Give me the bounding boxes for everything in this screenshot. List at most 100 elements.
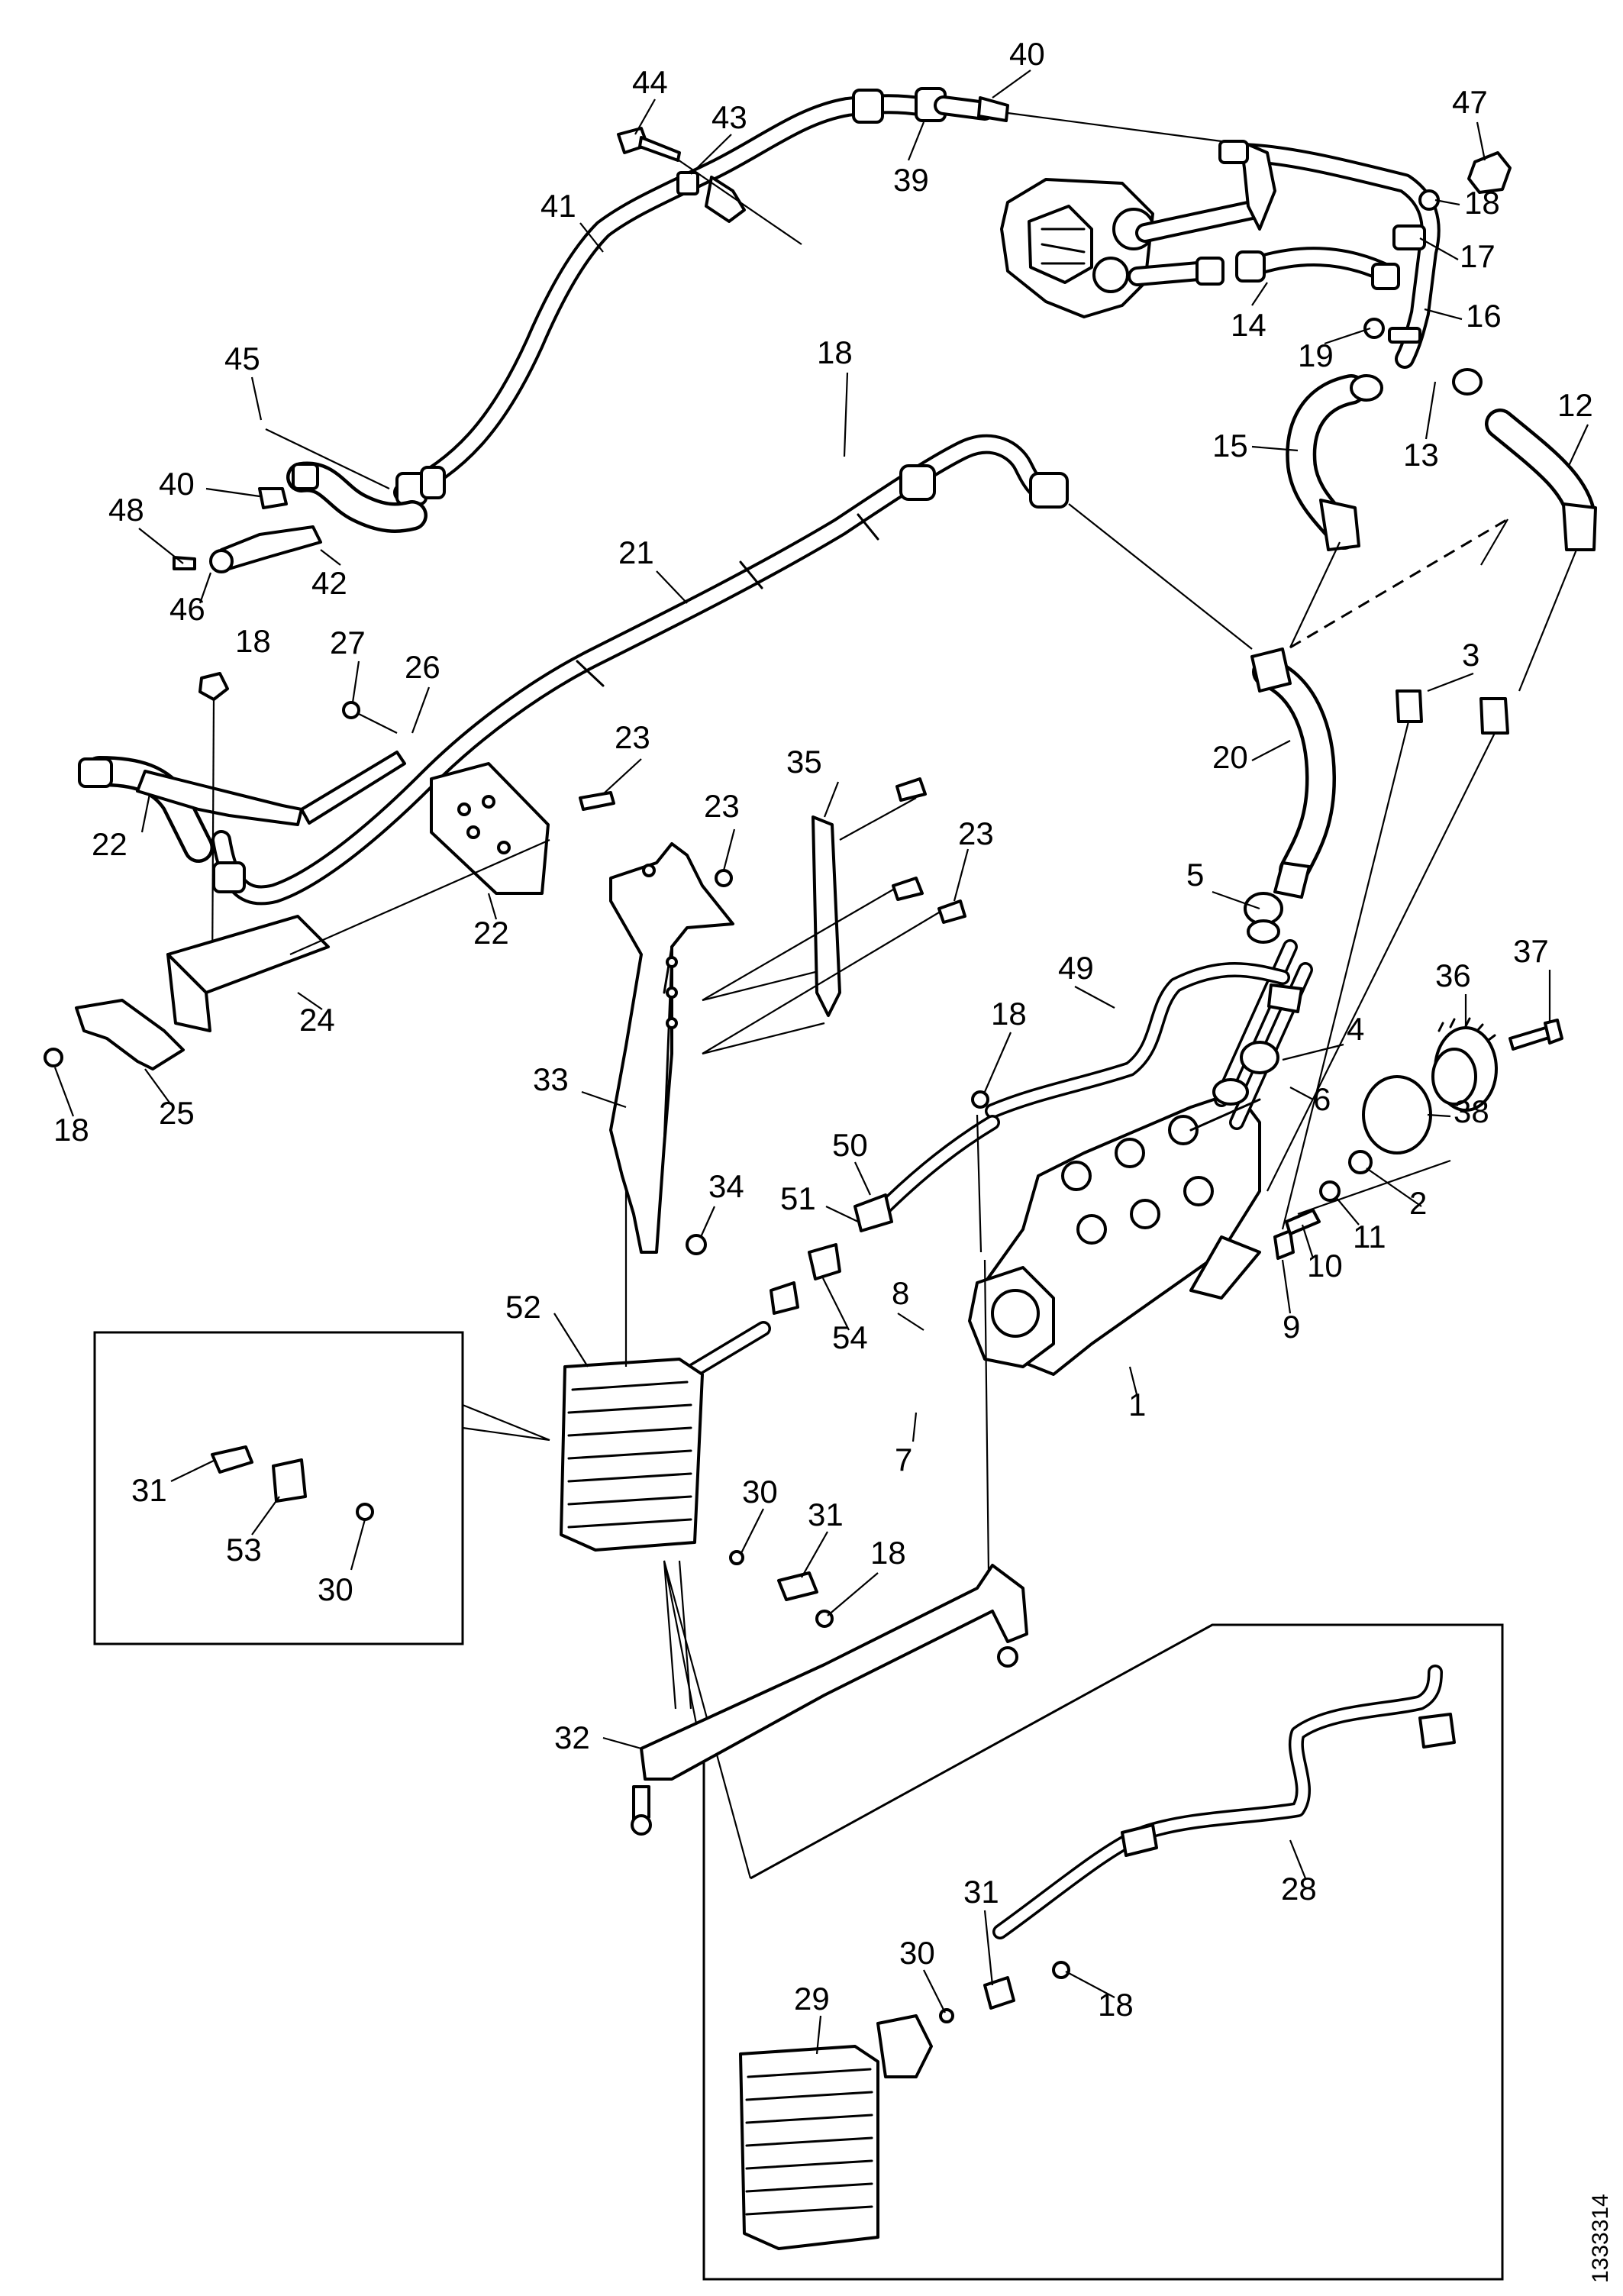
- pipe-50-51: [679, 1090, 1000, 1574]
- callout-18-b: 18: [817, 334, 853, 370]
- callout-6: 6: [1313, 1081, 1331, 1117]
- callout-12: 12: [1557, 387, 1593, 423]
- callout-13: 13: [1403, 437, 1439, 473]
- callout-18-e: 18: [53, 1112, 89, 1148]
- callout-46: 46: [169, 591, 205, 627]
- callout-35: 35: [786, 744, 822, 780]
- callout-43: 43: [711, 99, 747, 135]
- callout-9: 9: [1283, 1309, 1300, 1345]
- callout-38: 38: [1454, 1093, 1489, 1129]
- callout-40-top: 40: [1009, 36, 1045, 72]
- callout-27: 27: [330, 625, 366, 660]
- callout-50: 50: [832, 1127, 868, 1163]
- callout-23-c: 23: [958, 815, 994, 851]
- fittings-30-31-53: [211, 1445, 834, 1628]
- hose-15: [1286, 374, 1366, 551]
- dashed-connections: [1068, 503, 1578, 692]
- callout-labels: 44 43 40 39 47 18 41 17 14 16 19 45 18 1…: [53, 36, 1593, 2023]
- callout-23-a: 23: [615, 719, 650, 755]
- plugs-9-10-11-2: [1273, 1150, 1451, 1260]
- bracket-32: [631, 1564, 1028, 1836]
- hose-12: [1485, 409, 1597, 551]
- pipe-39-connector: [934, 95, 1222, 143]
- callout-51: 51: [780, 1180, 816, 1216]
- bolt-27: [342, 701, 398, 734]
- pipe-41: [393, 87, 947, 505]
- clip-19: [1363, 318, 1385, 339]
- callout-32: 32: [554, 1720, 590, 1755]
- bolts-23: [579, 777, 966, 1054]
- bracket-24: [166, 838, 550, 1032]
- bolt-37: [1508, 1019, 1563, 1051]
- clamps-13: [1350, 327, 1483, 402]
- callout-18-d: 18: [991, 996, 1027, 1032]
- bracket-25: [44, 999, 185, 1070]
- brackets-22-26: [136, 751, 550, 895]
- callout-2: 2: [1409, 1185, 1427, 1221]
- seal-38: [1362, 1075, 1432, 1154]
- callout-44-top: 44: [632, 64, 668, 100]
- callout-23-b: 23: [704, 788, 740, 824]
- pipe-14: [1195, 247, 1400, 290]
- figure-id: 1333314: [1588, 2194, 1613, 2283]
- callout-18-a: 18: [1464, 185, 1500, 221]
- callout-30-b: 30: [742, 1474, 778, 1510]
- callout-21: 21: [618, 534, 654, 570]
- callout-42: 42: [311, 565, 347, 601]
- callout-leaders: [53, 69, 1589, 2055]
- callout-4: 4: [1347, 1011, 1364, 1047]
- callout-31-a: 31: [131, 1472, 167, 1508]
- pipe-49: [985, 962, 1303, 1119]
- callout-5: 5: [1186, 857, 1204, 893]
- pipe-16-17: [1218, 140, 1441, 369]
- callout-47: 47: [1452, 84, 1488, 120]
- callout-52: 52: [505, 1289, 541, 1325]
- callout-18-c: 18: [235, 623, 271, 659]
- callout-18-g: 18: [1098, 1987, 1134, 2023]
- callout-1: 1: [1128, 1387, 1146, 1422]
- callout-8: 8: [892, 1275, 909, 1311]
- callout-16: 16: [1466, 298, 1502, 334]
- callout-20: 20: [1212, 739, 1248, 775]
- callout-41: 41: [540, 188, 576, 224]
- plugs-3: [1266, 689, 1509, 1230]
- callout-25: 25: [159, 1095, 195, 1131]
- callout-15: 15: [1212, 428, 1248, 463]
- callout-30-c: 30: [899, 1935, 935, 1971]
- callout-49: 49: [1058, 950, 1094, 986]
- detail-box-left: [93, 1331, 550, 1645]
- thermostat-housing: [1000, 178, 1262, 318]
- callout-45: 45: [224, 341, 260, 376]
- oil-cooler-29: [739, 1961, 1070, 2250]
- callout-39: 39: [893, 162, 929, 198]
- callout-37: 37: [1513, 933, 1549, 969]
- bolt-34: [686, 1234, 707, 1255]
- callout-53: 53: [226, 1532, 262, 1568]
- callout-31-c: 31: [963, 1874, 999, 1910]
- callout-29: 29: [794, 1981, 830, 2017]
- cap-47: [1467, 151, 1512, 194]
- gear-36: [1431, 1017, 1498, 1112]
- oil-cooler-52: [560, 1191, 704, 1552]
- callout-54: 54: [832, 1319, 868, 1355]
- hose-20: [1250, 647, 1336, 899]
- pipe-28: [992, 1665, 1456, 1939]
- bracket-35: [812, 797, 917, 1017]
- callout-24: 24: [299, 1002, 335, 1038]
- callout-28: 28: [1281, 1871, 1317, 1907]
- fittings-4-5-6: [1189, 892, 1313, 1132]
- hose-42: [286, 461, 428, 533]
- fittings-40-46-48: [173, 428, 390, 573]
- callout-18-f: 18: [870, 1535, 906, 1571]
- callout-31-b: 31: [808, 1497, 844, 1532]
- bolt-44: [617, 127, 802, 245]
- callout-14: 14: [1231, 307, 1266, 343]
- callout-10: 10: [1307, 1248, 1343, 1284]
- callout-26: 26: [405, 649, 440, 685]
- clip-43: [676, 171, 699, 195]
- bracket-33: [609, 842, 825, 1254]
- callout-7: 7: [895, 1442, 912, 1477]
- callout-36: 36: [1435, 957, 1471, 993]
- callout-30-a: 30: [318, 1571, 353, 1607]
